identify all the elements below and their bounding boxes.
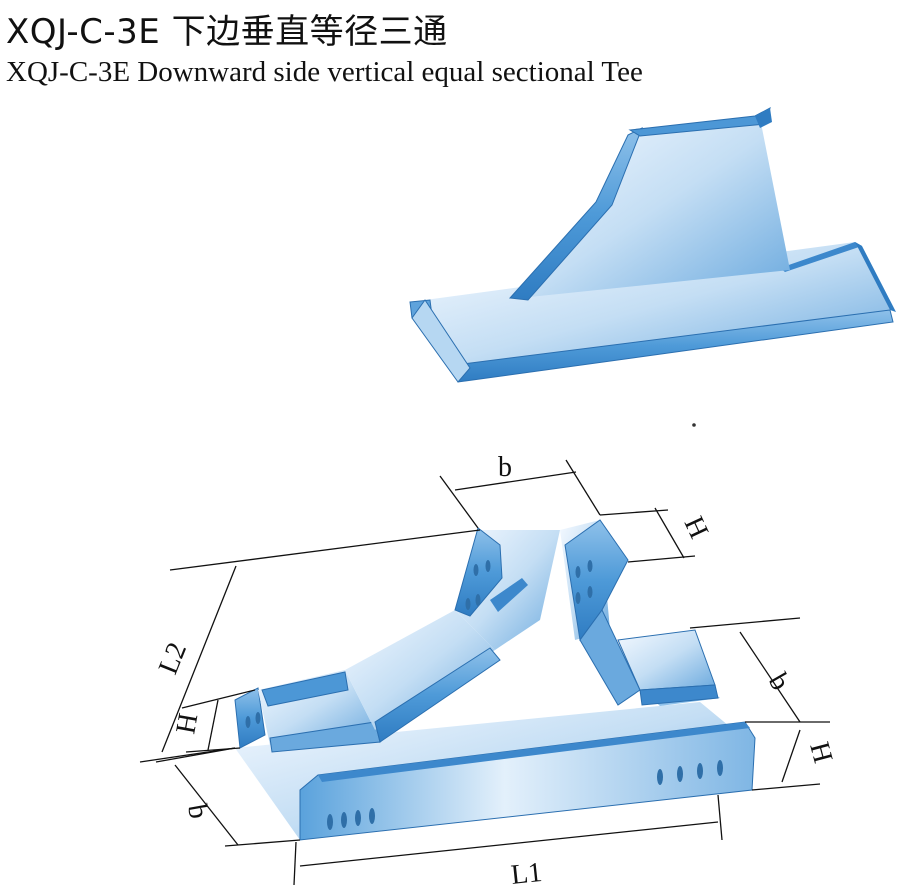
dimension-labels: b H L2 H b b H L1 [153, 452, 839, 891]
tee-perspective-view [409, 106, 896, 383]
title-english: XQJ-C-3E Downward side vertical equal se… [6, 56, 643, 88]
main-run-right-end [855, 242, 896, 312]
dim-label-b-left: b [181, 802, 214, 821]
left-arm-rise-base [345, 610, 495, 730]
main-run-back-wall [780, 242, 862, 272]
dim-label-h-left: H [170, 711, 204, 736]
left-arm-upper-wall [454, 527, 503, 617]
right-arm-slots [575, 560, 593, 604]
branch-right-edge [755, 108, 772, 128]
right-stub-side [639, 684, 719, 706]
main-run-left-end [411, 299, 471, 383]
tee-dimension-view: b H L2 H b b H L1 [139, 452, 839, 891]
title-chinese: XQJ-C-3E 下边垂直等径三通 [6, 12, 448, 52]
dim-label-h-top: H [678, 512, 715, 543]
dim-label-l2: L2 [153, 638, 193, 678]
main-run-base [425, 242, 890, 368]
right-arm-wall [564, 519, 629, 642]
branch-left-wall [508, 126, 643, 301]
left-arm-lower-wall [261, 671, 349, 707]
left-arm-elbow [490, 578, 528, 612]
dim-label-h-right: H [803, 739, 838, 767]
left-arm-rise-wall [374, 647, 501, 743]
front-wall-slots [327, 760, 723, 830]
dim-label-b-top: b [498, 452, 512, 483]
left-arm-slots [465, 560, 491, 610]
dim-label-l1: L1 [509, 857, 543, 891]
branch-base [520, 118, 790, 298]
main-tray-front-lip [318, 722, 750, 782]
main-tray-left-wall [234, 687, 266, 749]
speck [692, 423, 696, 427]
dimension-lines [139, 459, 830, 886]
